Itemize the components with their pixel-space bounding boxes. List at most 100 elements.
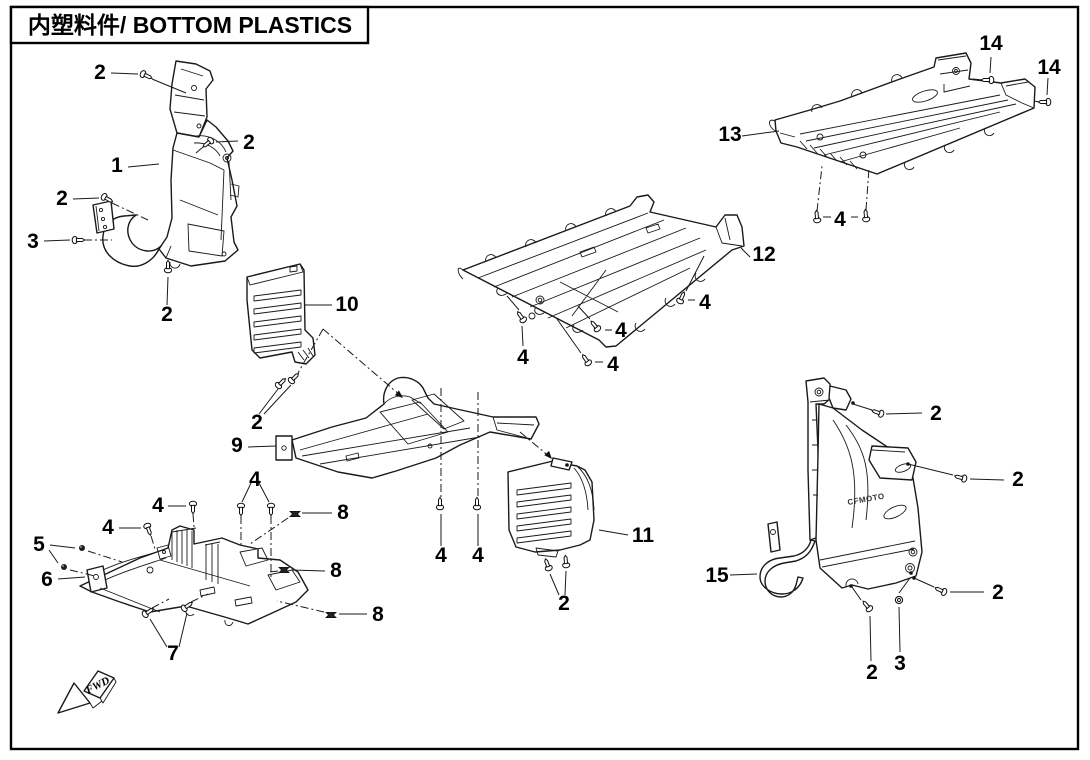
bolt-icon (71, 235, 86, 245)
part-10-louver-panel-left (246, 263, 316, 365)
part-9-outline (291, 376, 540, 479)
part-11-louver-panel-right (507, 457, 595, 558)
bolt-icon (859, 598, 875, 614)
callout-3: 3 (894, 652, 906, 675)
callout-2: 2 (992, 581, 1004, 604)
callout-4: 4 (834, 208, 846, 231)
fwd-arrow: FWD (57, 670, 117, 714)
bracket-assembly-details (93, 527, 301, 627)
bracket-assembly-outline (79, 525, 309, 625)
part-11-details (516, 465, 595, 558)
bolt-icon (579, 352, 594, 368)
callout-2: 2 (56, 187, 68, 210)
callout-11: 11 (632, 524, 655, 547)
part-9-bracket (275, 435, 293, 461)
callout-4: 4 (102, 516, 114, 539)
part-12-skid-plate-center (457, 194, 745, 348)
callout-13: 13 (718, 123, 741, 146)
title-box: 内塑料件/ BOTTOM PLASTICS (9, 5, 370, 45)
callout-9: 9 (231, 434, 243, 457)
callout-2: 2 (94, 61, 106, 84)
part-1-tower (169, 60, 214, 138)
callout-2: 2 (161, 303, 173, 326)
callout-15: 15 (705, 564, 729, 587)
part-15-details (770, 387, 918, 587)
callout-2: 2 (1012, 468, 1024, 491)
bolt-icon (435, 496, 445, 511)
callout-4: 4 (517, 346, 529, 369)
part-15-scoop-upper (894, 463, 912, 473)
bolt-icon (870, 406, 886, 419)
callout-2: 2 (930, 402, 942, 425)
part-15-hook (759, 539, 816, 598)
part-13-details (769, 55, 1035, 171)
axis-lines (69, 165, 870, 613)
title-box-frame (9, 5, 370, 45)
callout-2: 2 (251, 411, 263, 434)
bolt-icon (286, 370, 302, 386)
leader-lines (43, 56, 1049, 662)
part-12-outline (462, 194, 745, 348)
bolt-icon (561, 554, 571, 569)
bolt-icon (861, 208, 871, 223)
bolt-icon (514, 309, 529, 325)
bolt-icon (1037, 97, 1052, 107)
callout-4: 4 (249, 468, 261, 491)
bolt-icon (188, 500, 198, 515)
callout-4: 4 (699, 291, 711, 314)
flange-nut-icon (61, 564, 67, 570)
push-rivet-icon (289, 510, 301, 517)
callout-4: 4 (152, 494, 164, 517)
callout-14: 14 (979, 32, 1003, 55)
callout-6: 6 (41, 568, 53, 591)
leader-dots (565, 401, 916, 588)
callout-4: 4 (435, 544, 447, 567)
part-1-details (95, 68, 240, 269)
part-12-details (457, 208, 743, 333)
part-15-body (815, 403, 923, 590)
bolt-icon (138, 69, 154, 82)
fwd-arrow-depth (89, 677, 117, 709)
callout-10: 10 (335, 293, 358, 316)
part-5-6-7-bracket-assembly (79, 525, 309, 627)
bolt-icon (142, 521, 155, 537)
callout-1: 1 (111, 154, 123, 177)
part-15-side-panel-right: CFMOTO (759, 377, 923, 598)
part-1-side-panel-left (92, 60, 240, 269)
callout-4: 4 (472, 544, 484, 567)
part-15-scoop (883, 504, 907, 520)
bolt-icon (236, 502, 246, 517)
bolt-icon (266, 502, 276, 517)
callout-8: 8 (337, 501, 349, 524)
callout-8: 8 (372, 603, 384, 626)
callout-labels: 2 2 1 2 3 2 10 2 9 4 4 11 2 12 4 4 4 4 1… (27, 32, 1061, 684)
part-13-recess (912, 89, 938, 103)
callout-2: 2 (558, 592, 570, 615)
part-15-wing (828, 385, 852, 411)
callout-5: 5 (33, 533, 45, 556)
callout-3: 3 (27, 230, 39, 253)
bolt-icon (273, 375, 289, 391)
page-title: 内塑料件/ BOTTOM PLASTICS (28, 12, 352, 38)
callout-4: 4 (607, 353, 619, 376)
bolt-icon (472, 496, 482, 511)
callout-12: 12 (752, 243, 775, 266)
callout-7: 7 (167, 642, 179, 665)
callout-14: 14 (1037, 56, 1061, 79)
bolt-icon (953, 472, 969, 484)
callout-4: 4 (615, 319, 627, 342)
push-rivet-icon (325, 612, 337, 618)
bolt-icon (541, 557, 554, 573)
bolt-icon (812, 209, 822, 224)
part-11-tab (550, 457, 573, 471)
flange-nut-icon (79, 545, 85, 551)
part-10-details (246, 263, 314, 361)
callout-2: 2 (243, 131, 255, 154)
part-9-details (281, 393, 535, 465)
callout-8: 8 (330, 559, 342, 582)
callout-2: 2 (866, 661, 878, 684)
part-9-floor-panel (275, 376, 540, 479)
bolt-icon (163, 259, 173, 274)
